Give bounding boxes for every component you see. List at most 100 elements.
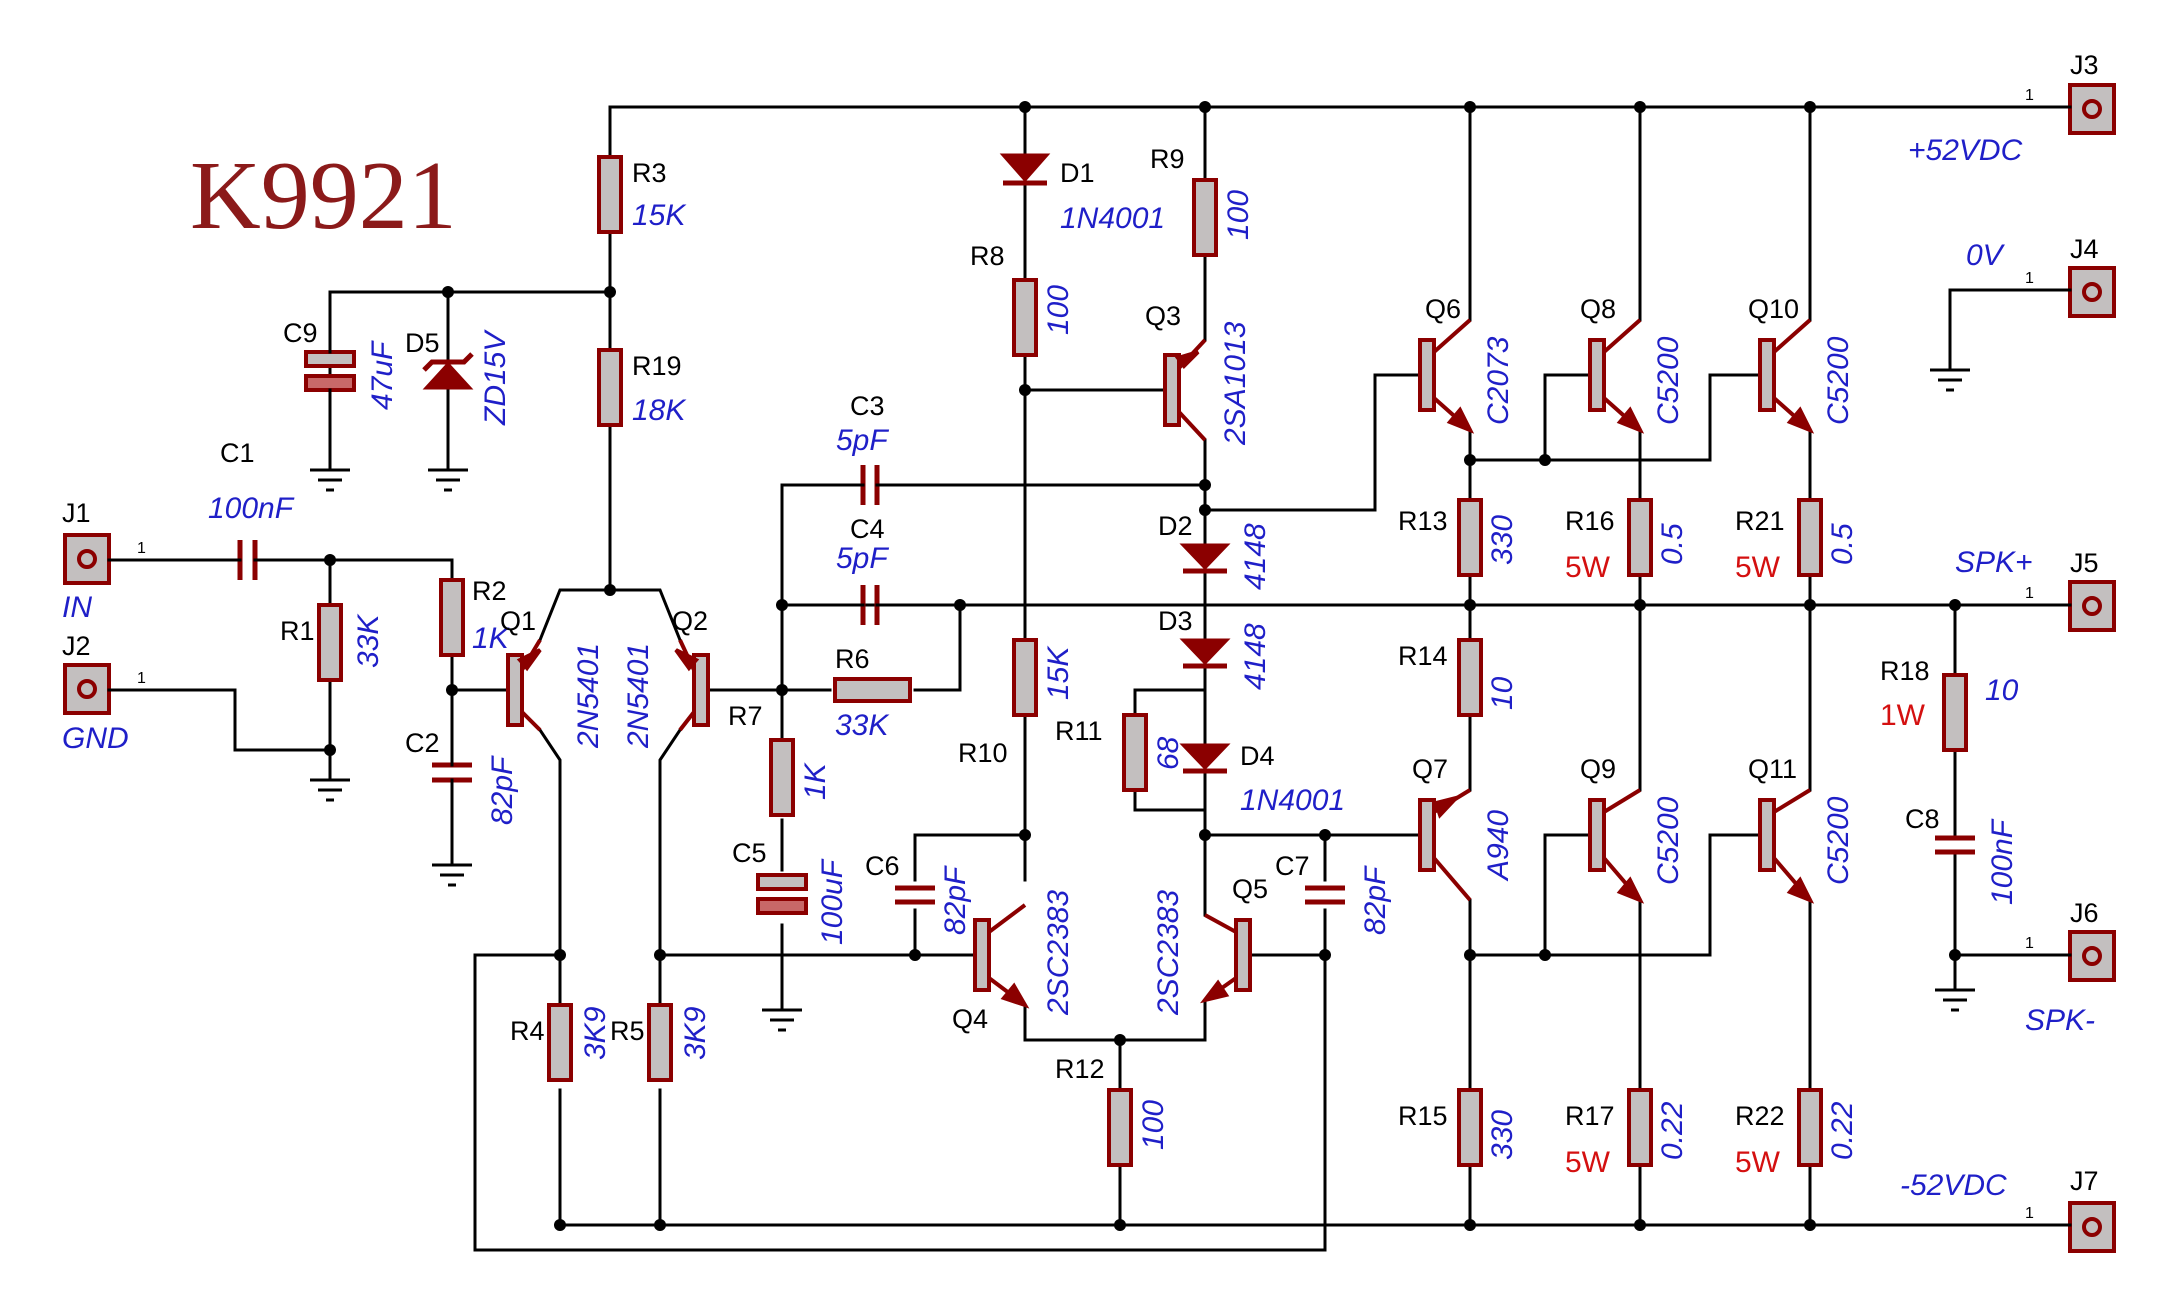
resistor-ref: R6 bbox=[835, 644, 870, 674]
capacitor-value: 82pF bbox=[939, 865, 972, 935]
connector-j2[interactable] bbox=[63, 663, 111, 715]
resistor-ref: R2 bbox=[472, 576, 507, 606]
resistor-r3 bbox=[597, 155, 623, 234]
connector-j1[interactable] bbox=[63, 533, 111, 585]
capacitor-c5-plus bbox=[756, 873, 808, 891]
junction-dot bbox=[1634, 101, 1646, 113]
capacitor-value: 82pF bbox=[486, 755, 519, 825]
connector-j3[interactable] bbox=[2068, 83, 2116, 135]
connector-label-j4: 0V bbox=[1966, 239, 2006, 272]
resistor-bodies bbox=[317, 155, 1968, 1167]
pin-number: 1 bbox=[2025, 270, 2034, 287]
junction-dot bbox=[954, 599, 966, 611]
resistor-r6 bbox=[833, 677, 912, 703]
resistor-r16 bbox=[1627, 498, 1653, 577]
pin-icon bbox=[77, 549, 97, 569]
junction-dot bbox=[1019, 384, 1031, 396]
resistor-ref: R15 bbox=[1398, 1101, 1448, 1131]
resistor-value: 33K bbox=[835, 709, 890, 742]
capacitor-value: 5pF bbox=[836, 542, 889, 575]
capacitor-ref: C1 bbox=[220, 438, 255, 468]
resistor-r11 bbox=[1122, 713, 1148, 792]
connector-j6[interactable] bbox=[2068, 930, 2116, 982]
connector-ref-j6: J6 bbox=[2070, 898, 2099, 928]
junction-dot bbox=[324, 554, 336, 566]
connector-j4[interactable] bbox=[2068, 266, 2116, 318]
capacitor-ref: C8 bbox=[1905, 804, 1940, 834]
resistor-value: 10 bbox=[1486, 676, 1519, 710]
diode-ref: D2 bbox=[1158, 511, 1193, 541]
resistor-ref: R14 bbox=[1398, 641, 1448, 671]
transistor-ref: Q10 bbox=[1748, 294, 1799, 324]
junction-dot bbox=[1464, 101, 1476, 113]
transistor-value: C5200 bbox=[1652, 796, 1685, 885]
diode-d4 bbox=[1179, 743, 1231, 774]
resistor-value: 1K bbox=[472, 622, 511, 655]
connector-ref-j4: J4 bbox=[2070, 234, 2099, 264]
connector-label-j5: SPK+ bbox=[1955, 546, 2033, 579]
resistor-value: 100 bbox=[1042, 285, 1075, 335]
junction-dot bbox=[1949, 949, 1961, 961]
junction-dot bbox=[1949, 599, 1961, 611]
resistor-ref: R21 bbox=[1735, 506, 1785, 536]
transistor-q3 bbox=[1163, 338, 1207, 442]
connector-j5[interactable] bbox=[2068, 580, 2116, 632]
resistor-ref: R18 bbox=[1880, 656, 1930, 686]
junction-dot bbox=[1464, 949, 1476, 961]
diode-value: 1N4001 bbox=[1060, 202, 1165, 235]
connectors bbox=[63, 83, 2116, 1253]
resistor-r22 bbox=[1797, 1088, 1823, 1167]
diode-ref: D4 bbox=[1240, 741, 1275, 771]
resistor-value: 100 bbox=[1137, 1100, 1170, 1150]
resistor-ref: R13 bbox=[1398, 506, 1448, 536]
resistor-power: 5W bbox=[1565, 1146, 1611, 1179]
transistor-value: C5200 bbox=[1822, 336, 1855, 425]
resistor-power: 5W bbox=[1735, 1146, 1781, 1179]
diode-ref: D3 bbox=[1158, 606, 1193, 636]
resistor-ref: R17 bbox=[1565, 1101, 1615, 1131]
pin-icon bbox=[2082, 946, 2102, 966]
resistor-value: 0.22 bbox=[1656, 1101, 1689, 1160]
transistor-ref: Q1 bbox=[500, 606, 536, 636]
transistor-value: 2SA1013 bbox=[1219, 321, 1252, 446]
connector-j7[interactable] bbox=[2068, 1201, 2116, 1253]
diode-value: 1N4001 bbox=[1240, 784, 1345, 817]
junction-dot bbox=[1319, 949, 1331, 961]
resistor-r10 bbox=[1012, 638, 1038, 717]
junction-dot bbox=[1634, 1219, 1646, 1231]
transistor-ref: Q11 bbox=[1748, 754, 1797, 784]
capacitor-c4 bbox=[853, 585, 887, 625]
diode-ref: D1 bbox=[1060, 158, 1095, 188]
ground-icon bbox=[762, 1008, 802, 1032]
junction-dot bbox=[1634, 599, 1646, 611]
capacitor-c7 bbox=[1305, 885, 1345, 905]
capacitor-c9-minus bbox=[304, 374, 356, 392]
resistor-ref: R10 bbox=[958, 738, 1008, 768]
connector-ref-j7: J7 bbox=[2070, 1166, 2099, 1196]
transistor-value: C5200 bbox=[1652, 336, 1685, 425]
junction-dot bbox=[1539, 949, 1551, 961]
ground-icon bbox=[310, 468, 350, 492]
capacitor-value: 5pF bbox=[836, 424, 889, 457]
resistor-value: 0.5 bbox=[1826, 523, 1859, 565]
junction-dot bbox=[1019, 101, 1031, 113]
resistor-ref: R12 bbox=[1055, 1054, 1105, 1084]
pin-icon bbox=[2082, 282, 2102, 302]
transistor-q7 bbox=[1418, 788, 1472, 902]
resistor-value: 1K bbox=[799, 761, 832, 800]
resistor-value: 100 bbox=[1222, 190, 1255, 240]
diode-value: 4148 bbox=[1239, 523, 1272, 590]
junction-dot bbox=[554, 1219, 566, 1231]
diode-d1 bbox=[999, 153, 1051, 186]
ground-icon bbox=[310, 778, 350, 802]
resistor-r19 bbox=[597, 348, 623, 427]
resistor-r7 bbox=[769, 738, 795, 817]
capacitor-ref: C6 bbox=[865, 851, 900, 881]
schematic-title: K9921 bbox=[190, 142, 457, 250]
diode-bodies bbox=[422, 153, 1231, 774]
resistor-r9 bbox=[1192, 178, 1218, 257]
resistor-value: 3K9 bbox=[679, 1006, 712, 1060]
resistor-r17 bbox=[1627, 1088, 1653, 1167]
transistor-labels: Q1 2N5401 Q2 2N5401 Q3 2SA1013 Q4 2SC238… bbox=[500, 294, 1855, 1034]
resistor-value: 330 bbox=[1486, 1110, 1519, 1160]
